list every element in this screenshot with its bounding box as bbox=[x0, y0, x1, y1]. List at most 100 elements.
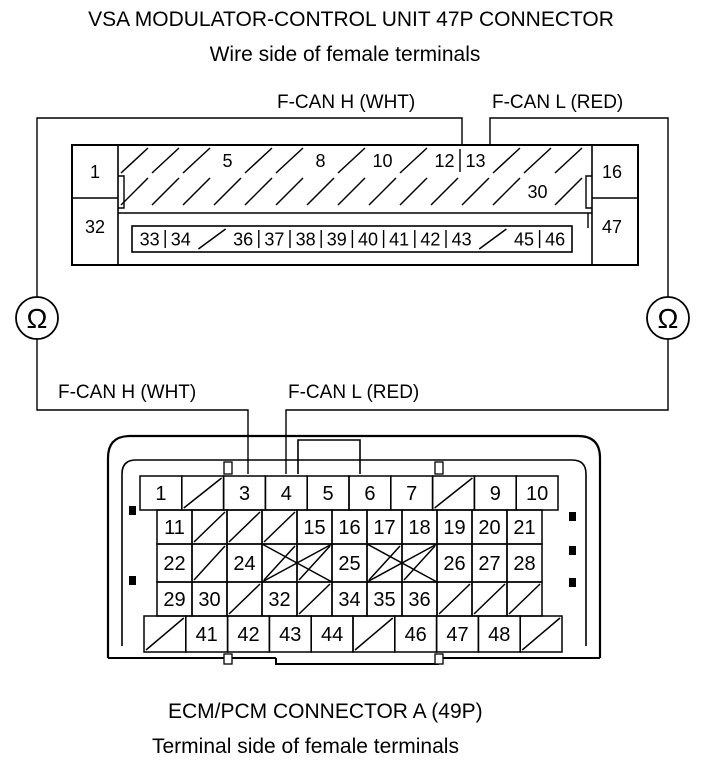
unused-terminal-slash bbox=[368, 545, 401, 581]
terminal-number: 39 bbox=[327, 229, 347, 249]
vsa-terminal: 16 bbox=[602, 162, 622, 182]
ecm-housing-inner bbox=[121, 459, 587, 646]
vsa-terminal: 1 bbox=[90, 162, 100, 182]
terminal-number: 37 bbox=[264, 229, 284, 249]
vsa-terminal: 47 bbox=[602, 217, 622, 237]
terminal-number: 30 bbox=[198, 589, 220, 611]
terminal-number: 34 bbox=[171, 229, 191, 249]
unused-terminal-slash bbox=[275, 177, 304, 206]
unused-terminal-slash bbox=[275, 147, 304, 174]
vsa-connector-subtitle: Wire side of female terminals bbox=[210, 43, 481, 66]
unused-terminal-slash bbox=[228, 583, 261, 615]
terminal-number: 27 bbox=[478, 553, 500, 575]
ecm-connector-subtitle: Terminal side of female terminals bbox=[152, 735, 459, 758]
terminal-number: 17 bbox=[373, 517, 395, 539]
unused-terminal-slash bbox=[306, 177, 335, 206]
terminal-number: 20 bbox=[478, 517, 500, 539]
terminal-number: 32 bbox=[268, 589, 290, 611]
terminal-number: 26 bbox=[443, 553, 465, 575]
terminal-number: 5 bbox=[222, 151, 232, 171]
terminal-number: 1 bbox=[155, 483, 166, 505]
unused-terminal-slash bbox=[120, 147, 149, 174]
terminal-number: 24 bbox=[233, 553, 255, 575]
mid-label-fcan-l: F-CAN L (RED) bbox=[288, 382, 419, 403]
ohmmeter-left: Ω bbox=[15, 296, 59, 340]
terminal-number: 46 bbox=[405, 624, 427, 646]
terminal-number: 5 bbox=[323, 483, 334, 505]
terminal-number: 13 bbox=[465, 151, 485, 171]
terminal-number: 3 bbox=[239, 483, 250, 505]
ohm-icon: Ω bbox=[27, 303, 48, 334]
ecm-connector-title: ECM/PCM CONNECTOR A (49P) bbox=[168, 700, 483, 723]
unused-terminal-slash bbox=[298, 545, 331, 581]
terminal-number: 18 bbox=[408, 517, 430, 539]
unused-terminal-slash bbox=[492, 147, 521, 174]
terminal-number: 16 bbox=[338, 517, 360, 539]
terminal-number: 29 bbox=[163, 589, 185, 611]
terminal-number: 43 bbox=[279, 624, 301, 646]
unused-terminal-slash bbox=[337, 147, 366, 174]
terminal-number: 6 bbox=[364, 483, 375, 505]
unused-terminal-slash bbox=[213, 177, 242, 206]
unused-terminal-slash bbox=[368, 177, 397, 206]
unused-terminal-slash bbox=[354, 617, 394, 651]
unused-terminal-slash bbox=[244, 147, 273, 174]
terminal-number: 38 bbox=[296, 229, 316, 249]
vsa-connector-title: VSA MODULATOR-CONTROL UNIT 47P CONNECTOR bbox=[88, 8, 614, 31]
terminal-number: 41 bbox=[196, 624, 218, 646]
unused-terminal-slash bbox=[120, 177, 149, 206]
unused-terminal-slash bbox=[492, 177, 521, 206]
blocked-x-mark bbox=[261, 543, 333, 583]
unused-terminal-slash bbox=[403, 545, 436, 581]
mid-label-fcan-h: F-CAN H (WHT) bbox=[58, 382, 196, 403]
terminal-number: 43 bbox=[452, 229, 472, 249]
terminal-number: 42 bbox=[420, 229, 440, 249]
unused-terminal-slash bbox=[473, 583, 506, 615]
unused-terminal-slash bbox=[298, 583, 331, 615]
terminal-number: 47 bbox=[446, 624, 468, 646]
wire-fcan-l bbox=[285, 117, 669, 474]
unused-terminal-slash bbox=[478, 228, 507, 250]
unused-terminal-slash bbox=[183, 477, 223, 509]
terminal-number: 4 bbox=[281, 483, 292, 505]
blocked-x-mark bbox=[366, 543, 438, 583]
unused-terminal-slash bbox=[521, 617, 561, 651]
unused-terminal-slash bbox=[182, 147, 211, 174]
unused-terminal-slash bbox=[197, 228, 227, 250]
vsa-connector-body bbox=[71, 144, 639, 266]
unused-terminal-slash bbox=[182, 177, 211, 206]
terminal-number: 28 bbox=[513, 553, 535, 575]
unused-terminal-slash bbox=[434, 477, 473, 509]
unused-terminal-slash bbox=[554, 147, 583, 174]
terminal-number: 34 bbox=[338, 589, 360, 611]
terminal-number: 15 bbox=[303, 517, 325, 539]
terminal-number: 45 bbox=[514, 229, 534, 249]
terminal-number: 21 bbox=[513, 517, 535, 539]
unused-terminal-slash bbox=[399, 177, 428, 206]
unused-terminal-slash bbox=[337, 177, 366, 206]
unused-terminal-slash bbox=[151, 147, 180, 174]
terminal-number: 12 bbox=[434, 151, 454, 171]
terminal-number: 7 bbox=[406, 483, 417, 505]
terminal-number: 30 bbox=[527, 182, 547, 202]
terminal-number: 41 bbox=[389, 229, 409, 249]
ohm-icon: Ω bbox=[658, 303, 679, 334]
unused-terminal-slash bbox=[244, 177, 273, 206]
terminal-number: 9 bbox=[490, 483, 501, 505]
unused-terminal-slash bbox=[263, 545, 296, 581]
ecm-lock-tab bbox=[297, 439, 361, 474]
unused-terminal-slash bbox=[430, 177, 459, 206]
unused-terminal-slash bbox=[523, 147, 552, 174]
unused-terminal-slash bbox=[438, 583, 471, 615]
top-label-fcan-h: F-CAN H (WHT) bbox=[277, 92, 415, 113]
terminal-number: 33 bbox=[140, 229, 160, 249]
ecm-housing-outer bbox=[106, 434, 602, 658]
terminal-number: 10 bbox=[526, 483, 548, 505]
unused-terminal-slash bbox=[193, 545, 226, 581]
terminal-cell bbox=[519, 615, 563, 653]
terminal-number: 10 bbox=[372, 151, 392, 171]
